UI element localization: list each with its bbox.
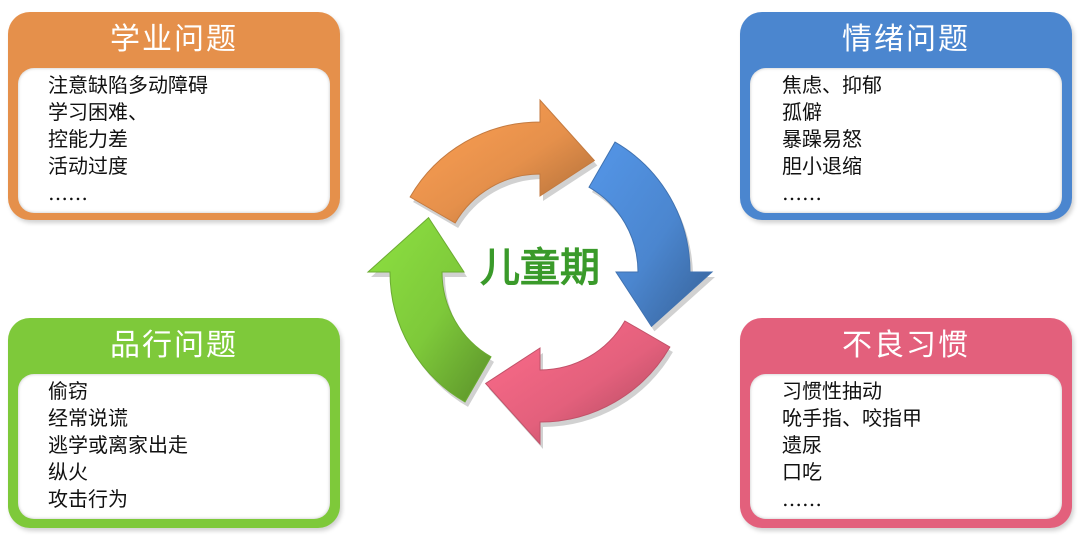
list-item: 注意缺陷多动障碍	[48, 73, 208, 97]
conduct-cycle-arrow	[366, 216, 492, 403]
list-item: 控能力差	[48, 127, 128, 151]
conduct-problems-card: 品行问题 偷窃 经常说谎 逃学或离家出走 纵火 攻击行为	[8, 318, 340, 528]
emotional-problems-list: 焦虑、抑郁 孤僻 暴躁易怒 胆小退缩 ……	[750, 68, 1062, 213]
emotional-problems-title: 情绪问题	[842, 22, 970, 57]
habit-cycle-arrow	[484, 320, 671, 446]
academic-problems-title: 学业问题	[110, 22, 238, 57]
list-item: 活动过度	[48, 154, 128, 178]
list-item: 胆小退缩	[782, 154, 862, 178]
list-item: 吮手指、咬指甲	[782, 406, 922, 430]
center-label: 儿童期	[480, 245, 600, 291]
bad-habits-card: 不良习惯 习惯性抽动 吮手指、咬指甲 遗尿 口吃 ……	[740, 318, 1072, 528]
list-item: ……	[782, 181, 822, 205]
list-item: 经常说谎	[48, 406, 128, 430]
conduct-problems-title: 品行问题	[110, 328, 238, 363]
bad-habits-list: 习惯性抽动 吮手指、咬指甲 遗尿 口吃 ……	[750, 374, 1062, 519]
list-item: 偷窃	[48, 379, 88, 403]
list-item: ……	[782, 487, 822, 511]
list-item: 焦虑、抑郁	[782, 73, 882, 97]
academic-cycle-arrow	[409, 98, 596, 224]
emotional-problems-card: 情绪问题 焦虑、抑郁 孤僻 暴躁易怒 胆小退缩 ……	[740, 12, 1072, 220]
list-item: 学习困难、	[48, 100, 148, 124]
list-item: 攻击行为	[48, 487, 128, 511]
cycle-arrows-diagram: 儿童期	[366, 98, 715, 449]
list-item: 习惯性抽动	[782, 379, 882, 403]
academic-problems-list: 注意缺陷多动障碍 学习困难、 控能力差 活动过度 ……	[18, 68, 330, 213]
conduct-problems-list: 偷窃 经常说谎 逃学或离家出走 纵火 攻击行为	[18, 374, 330, 519]
list-item: 逃学或离家出走	[48, 433, 188, 457]
emotion-cycle-arrow	[588, 141, 714, 328]
academic-problems-card: 学业问题 注意缺陷多动障碍 学习困难、 控能力差 活动过度 ……	[8, 12, 340, 220]
list-item: ……	[48, 181, 88, 205]
list-item: 孤僻	[782, 100, 822, 124]
list-item: 口吃	[782, 460, 822, 484]
bad-habits-title: 不良习惯	[842, 328, 970, 363]
list-item: 纵火	[48, 460, 88, 484]
list-item: 遗尿	[782, 433, 822, 457]
list-item: 暴躁易怒	[782, 127, 862, 151]
